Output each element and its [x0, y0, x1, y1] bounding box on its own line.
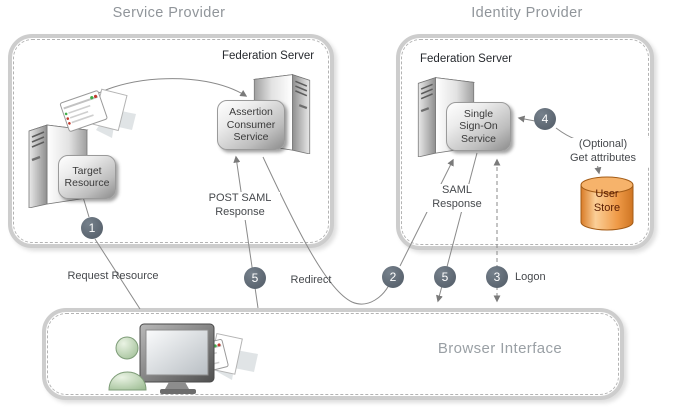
step-1-badge: 1: [81, 217, 103, 239]
post-saml-response-label: POST SAML Response: [200, 192, 280, 220]
monitor-screen: [145, 329, 209, 376]
person-head: [115, 336, 139, 360]
target-resource-badge: Target Resource: [58, 155, 116, 199]
user-store-label: User Store: [593, 188, 621, 214]
optional-get-attributes-label: (Optional) Get attributes: [556, 138, 650, 166]
step-2-badge: 2: [382, 266, 404, 288]
idp-federation-server-label: Federation Server: [420, 53, 513, 65]
redirect-label: Redirect: [290, 274, 332, 286]
step-5-post-response-badge: 5: [244, 267, 266, 289]
step-4-badge: 4: [534, 108, 556, 130]
request-resource-label: Request Resource: [67, 270, 159, 282]
user-store-icon: [580, 176, 634, 231]
step-5-saml-response-badge: 5: [434, 266, 456, 288]
saml-response-label: SAML Response: [421, 184, 493, 212]
monitor-base: [160, 389, 196, 394]
monitor-stand: [165, 382, 189, 389]
single-sign-on-service-badge: Single Sign-On Service: [446, 102, 511, 151]
assertion-consumer-service-badge: Assertion Consumer Service: [217, 100, 285, 150]
user-at-browser-icon: [108, 323, 258, 394]
person-body: [108, 371, 147, 391]
logon-label: Logon: [515, 271, 546, 283]
browser-interface-label: Browser Interface: [437, 340, 563, 357]
identity-provider-title: Identity Provider: [471, 5, 583, 21]
sp-federation-server-label: Federation Server: [222, 50, 315, 62]
service-provider-title: Service Provider: [112, 5, 226, 21]
web-page-icon: [59, 88, 136, 138]
step-3-badge: 3: [486, 266, 508, 288]
